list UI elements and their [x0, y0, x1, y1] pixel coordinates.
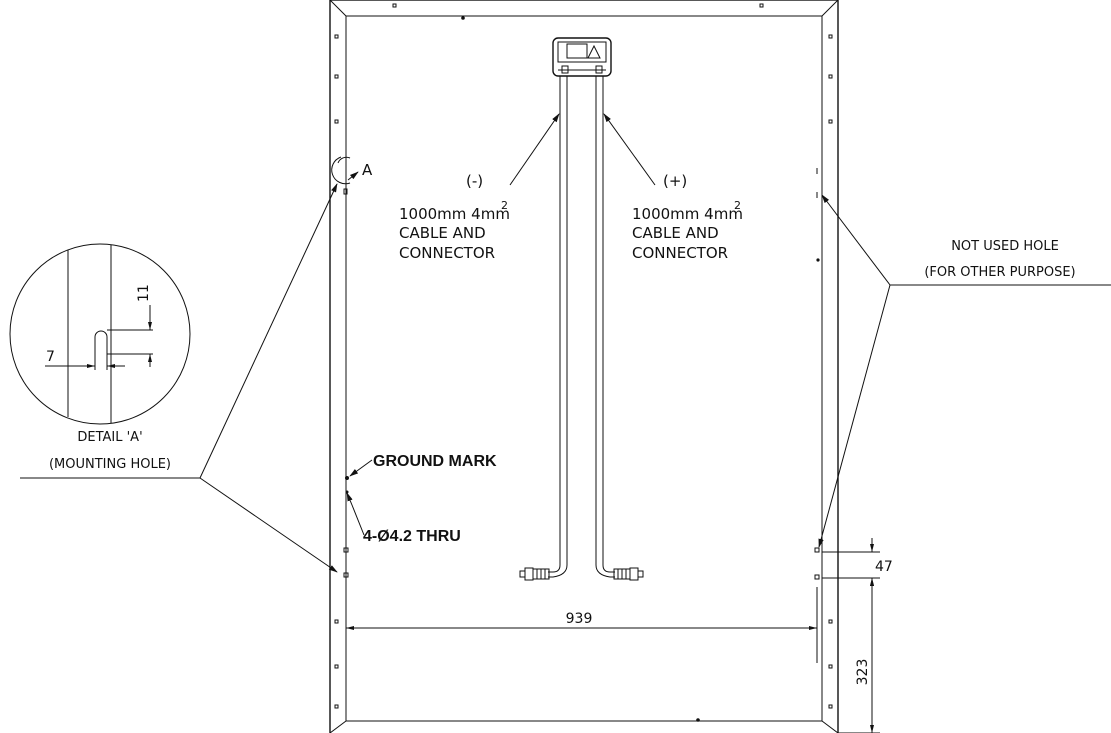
pos-cable-line3: CONNECTOR — [632, 244, 728, 262]
not-used-hole-label: NOT USED HOLE — [951, 239, 1059, 254]
pos-cable-leader — [603, 113, 656, 186]
mounting-hole-leader-top — [199, 183, 338, 479]
not-used-purpose-label: (FOR OTHER PURPOSE) — [924, 265, 1075, 280]
ground-mark-leader — [349, 459, 373, 477]
neg-polarity-label: (-) — [466, 172, 483, 190]
ground-mark-label: GROUND MARK — [373, 453, 497, 470]
dim-939-text: 939 — [566, 611, 593, 627]
not-used-leader-top — [821, 194, 891, 286]
dimension-323: 323 — [838, 578, 880, 733]
panel-frame — [329, 0, 839, 733]
dimension-939: 939 — [345, 587, 818, 663]
detail-subtitle: (MOUNTING HOLE) — [49, 457, 171, 472]
cable-positive — [595, 76, 615, 578]
dimension-47: 47 — [822, 538, 893, 592]
junction-box — [552, 37, 612, 77]
detail-a-marker: A — [331, 156, 373, 185]
pos-cable-line2: CABLE AND — [632, 224, 719, 242]
dim-47-text: 47 — [875, 559, 893, 575]
detail-dim-7: 7 — [46, 349, 55, 365]
thru-holes-leader — [346, 492, 365, 536]
neg-cable-leader — [509, 113, 560, 186]
dim-323-text: 323 — [855, 659, 871, 686]
neg-cable-line3: CONNECTOR — [399, 244, 495, 262]
pos-cable-spec-sup: 2 — [734, 199, 741, 212]
neg-cable-spec-sup: 2 — [501, 199, 508, 212]
detail-a-view: 11 7 — [9, 243, 191, 425]
detail-marker-letter: A — [362, 161, 373, 179]
connector-positive — [613, 567, 644, 581]
pos-polarity-label: (+) — [663, 172, 687, 190]
neg-cable-line2: CABLE AND — [399, 224, 486, 242]
not-used-leader-bottom — [818, 284, 891, 548]
connector-negative — [519, 567, 550, 581]
mounting-hole-leader-bottom — [199, 477, 338, 573]
detail-dim-11: 11 — [136, 284, 152, 302]
neg-cable-spec: 1000mm 4mm — [399, 205, 510, 223]
pos-cable-spec: 1000mm 4mm — [632, 205, 743, 223]
thru-holes-label: 4-Ø4.2 THRU — [363, 528, 461, 545]
cable-negative — [548, 76, 568, 578]
detail-title: DETAIL 'A' — [77, 430, 142, 445]
